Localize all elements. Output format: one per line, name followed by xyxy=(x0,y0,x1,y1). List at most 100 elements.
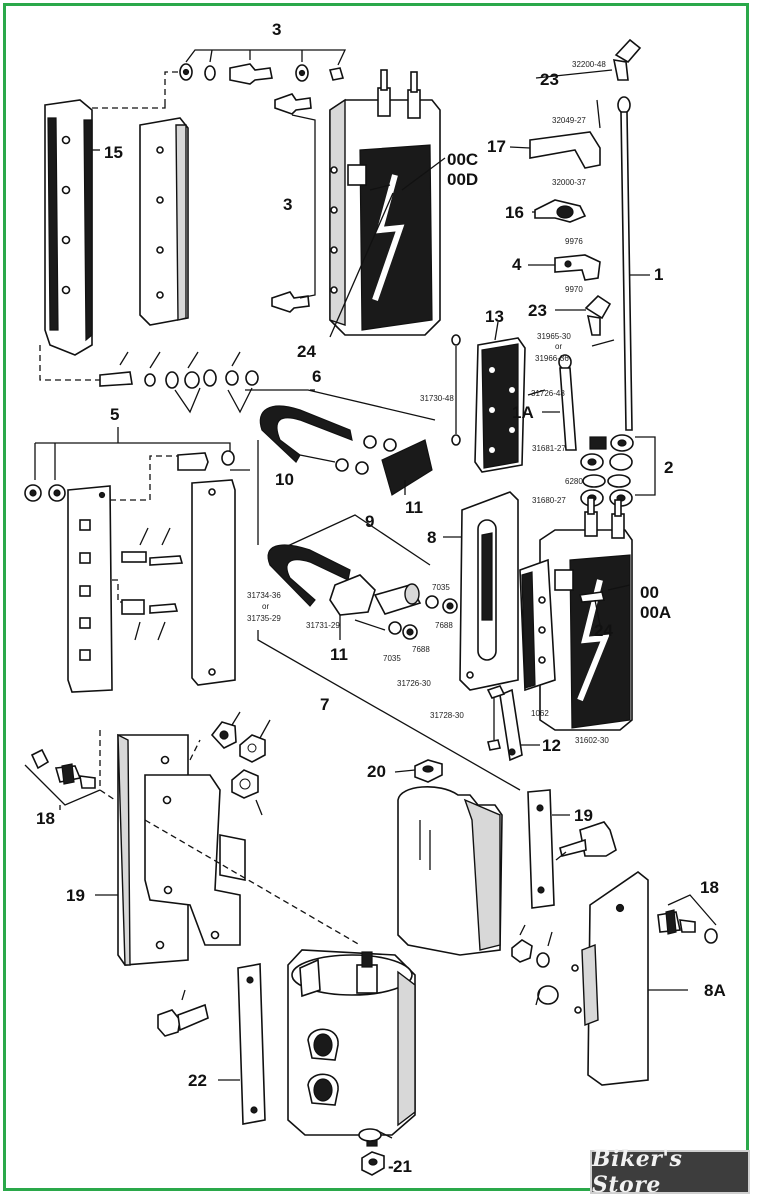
callout-17: 17 xyxy=(487,137,506,156)
watermark-text: Biker's Store xyxy=(592,1146,683,1198)
pn-7035-a: 7035 xyxy=(432,583,450,592)
callout-21-dash: - xyxy=(388,1157,394,1176)
strap-22 xyxy=(237,963,266,1125)
bracket-15 xyxy=(44,99,189,356)
callout-4: 4 xyxy=(512,255,522,274)
callout-12: 12 xyxy=(542,736,561,755)
pn-7688-a: 7688 xyxy=(435,621,453,630)
callout-3-top: 3 xyxy=(272,20,281,39)
pn-6280: 6280 xyxy=(565,477,583,486)
terminal-23b xyxy=(584,294,612,336)
plate-13 xyxy=(451,334,546,473)
pn-31966-36: 31966-36 xyxy=(535,354,569,363)
callout-23-top: 23 xyxy=(540,70,559,89)
terminal-18-left xyxy=(24,748,101,806)
pn-32000-37: 32000-37 xyxy=(552,178,586,187)
callout-18-left: 18 xyxy=(36,809,55,828)
callout-18-right: 18 xyxy=(700,878,719,897)
pn-9976: 9976 xyxy=(565,237,583,246)
coil-00c-00d xyxy=(329,69,441,336)
callout-20: 20 xyxy=(367,762,386,781)
nut-20 xyxy=(414,759,443,783)
leader-7 xyxy=(257,630,521,791)
callout-00: 00 xyxy=(640,583,659,602)
plate-8 xyxy=(459,491,519,691)
rod-1 xyxy=(617,96,633,431)
bolt-bottom xyxy=(157,989,209,1037)
callout-11-top: 11 xyxy=(405,498,423,517)
callout-24-top: 24 xyxy=(297,342,316,361)
terminal-18-right xyxy=(657,894,718,944)
callout-11-bottom: 11 xyxy=(330,645,348,664)
rod-1a xyxy=(558,339,615,451)
pn-31680-27: 31680-27 xyxy=(532,496,566,505)
callout-19-right: 19 xyxy=(574,806,593,825)
pn-32049-27: 32049-27 xyxy=(552,116,586,125)
hardware-3-side xyxy=(271,93,312,313)
coil-round xyxy=(287,949,416,1147)
nuts-19-left xyxy=(210,711,271,816)
callout-00c: 00C xyxy=(447,150,478,169)
callout-3-side: 3 xyxy=(283,195,292,214)
pn-31728-30: 31728-30 xyxy=(430,711,464,720)
callout-5: 5 xyxy=(110,405,119,424)
callout-7: 7 xyxy=(320,695,329,714)
pn-31726-48: 31726-48 xyxy=(531,389,565,398)
pn-7035-b: 7035 xyxy=(383,654,401,663)
hardware-3-top xyxy=(92,63,345,109)
callout-15: 15 xyxy=(104,143,123,162)
pn-31965-30: 31965-30 xyxy=(537,332,571,341)
callout-21: 21 xyxy=(393,1157,412,1176)
callout-2: 2 xyxy=(664,458,673,477)
callout-22: 22 xyxy=(188,1071,207,1090)
callout-1a: 1A xyxy=(512,403,534,422)
pn-31602-30: 31602-30 xyxy=(575,736,609,745)
callout-9: 9 xyxy=(365,512,374,531)
strap-12 xyxy=(486,685,523,762)
pn-1062: 1062 xyxy=(531,709,549,718)
pn-31734-36: 31734-36 xyxy=(247,591,281,600)
hardware-15-bottom xyxy=(39,345,259,414)
pn-31726-30: 31726-30 xyxy=(397,679,431,688)
callout-6: 6 xyxy=(312,367,321,386)
strap-19-right xyxy=(527,789,617,909)
callout-labels: 3 3 15 00C 00D 24 23 17 16 4 1 23 13 1A … xyxy=(36,20,726,1176)
pn-31681-27: 31681-27 xyxy=(532,444,566,453)
hardware-bottom-mid xyxy=(511,924,559,1006)
pn-9970: 9970 xyxy=(565,285,583,294)
pn-or-1: or xyxy=(555,342,562,351)
leader-lines xyxy=(59,49,650,1081)
coil-cylinder xyxy=(397,785,503,956)
clamp-16 xyxy=(534,199,587,223)
callout-00d: 00D xyxy=(447,170,478,189)
pn-31735-29: 31735-29 xyxy=(247,614,281,623)
insulators-2 xyxy=(580,434,656,507)
nut-21 xyxy=(358,1128,393,1176)
pn-or-2: or xyxy=(262,602,269,611)
pn-31730-48: 31730-48 xyxy=(420,394,454,403)
pn-7688-b: 7688 xyxy=(412,645,430,654)
part-number-labels: 32200-48 32049-27 32000-37 9976 9970 319… xyxy=(247,60,609,745)
callout-24-bottom: 24 xyxy=(594,621,613,640)
strap-9 xyxy=(267,514,458,640)
callout-1: 1 xyxy=(654,265,663,284)
callout-23-mid: 23 xyxy=(528,301,547,320)
bikers-store-watermark: Biker's Store xyxy=(590,1146,750,1198)
clip-4 xyxy=(554,254,601,281)
callout-00a: 00A xyxy=(640,603,671,622)
bracket-5 xyxy=(24,442,236,693)
callout-16: 16 xyxy=(505,203,524,222)
pn-31731-29: 31731-29 xyxy=(306,621,340,630)
coil-00-00a xyxy=(519,497,633,731)
callout-19-left: 19 xyxy=(66,886,85,905)
strap-10 xyxy=(245,389,436,545)
callout-10: 10 xyxy=(275,470,294,489)
callout-8: 8 xyxy=(427,528,436,547)
terminal-23 xyxy=(612,38,642,81)
callout-8a: 8A xyxy=(704,981,726,1000)
plate-8a xyxy=(571,871,688,1086)
bracket-19-left xyxy=(99,730,361,966)
clip-17 xyxy=(529,99,601,169)
callout-13: 13 xyxy=(485,307,504,326)
